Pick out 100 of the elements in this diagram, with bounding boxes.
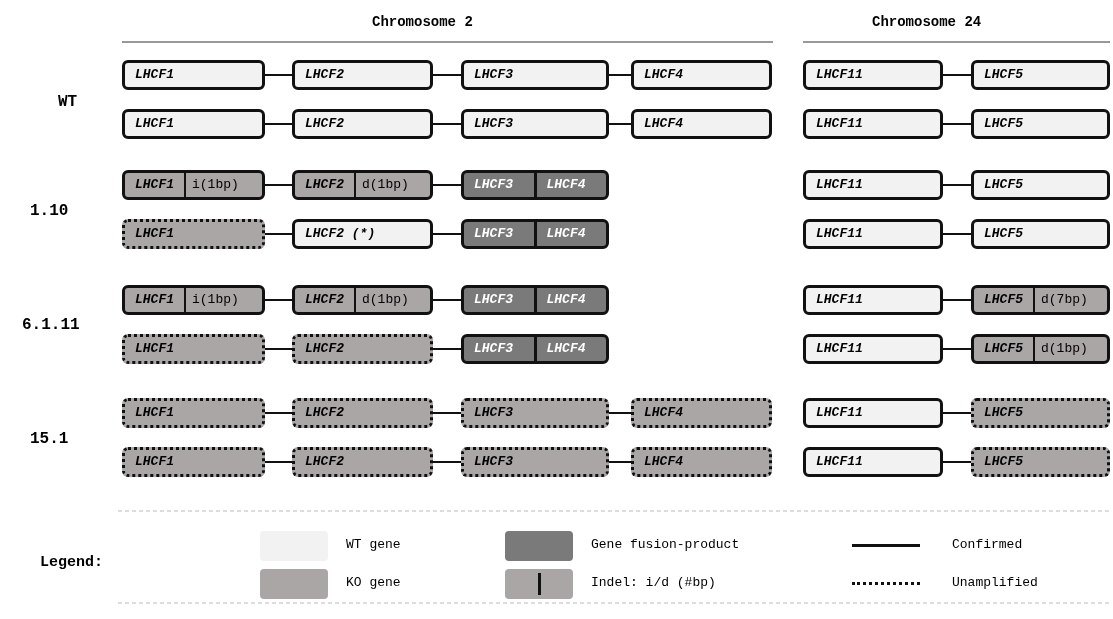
gene-name: LHCF4 xyxy=(643,66,684,84)
gene-box xyxy=(971,398,1110,428)
gene-name: LHCF1 xyxy=(134,404,175,422)
gene-box xyxy=(461,447,609,477)
connector-line xyxy=(942,412,972,414)
connector-line xyxy=(264,123,293,125)
connector-line xyxy=(432,74,462,76)
gene-name: LHCF1 xyxy=(134,176,175,194)
connector-line xyxy=(942,74,972,76)
gene-name: LHCF11 xyxy=(815,453,864,471)
gene-box xyxy=(122,109,265,139)
gene-name: LHCF11 xyxy=(815,225,864,243)
connector-line xyxy=(942,461,972,463)
gene-name: LHCF3 xyxy=(473,66,514,84)
connector-line xyxy=(264,184,293,186)
gene-box xyxy=(803,334,943,364)
indel-label: i(1bp) xyxy=(184,288,262,312)
gene-name: LHCF3 xyxy=(473,404,514,422)
gene-box xyxy=(971,109,1110,139)
fusion-gene-box xyxy=(461,334,609,364)
connector-line xyxy=(608,123,632,125)
connector-line xyxy=(264,461,293,463)
gene-box xyxy=(292,285,433,315)
gene-box xyxy=(631,447,772,477)
gene-box xyxy=(803,219,943,249)
connector-line xyxy=(942,123,972,125)
connector-line xyxy=(264,412,293,414)
gene-box xyxy=(292,398,433,428)
gene-box xyxy=(971,334,1110,364)
gene-box xyxy=(803,447,943,477)
connector-line xyxy=(608,74,632,76)
gene-name: LHCF2 xyxy=(304,453,345,471)
legend-heading: Legend: xyxy=(40,554,103,571)
connector-line xyxy=(432,123,462,125)
gene-box xyxy=(292,170,433,200)
gene-name: LHCF2 xyxy=(304,176,345,194)
connector-line xyxy=(432,299,462,301)
gene-box xyxy=(122,447,265,477)
gene-box xyxy=(292,219,433,249)
gene-box xyxy=(631,398,772,428)
gene-box xyxy=(122,334,265,364)
gene-name: LHCF4 xyxy=(533,222,606,246)
gene-name: LHCF2 xyxy=(304,66,345,84)
gene-name: LHCF2 (*) xyxy=(304,225,377,243)
indel-label: d(1bp) xyxy=(1033,337,1107,361)
strain-label: 6.1.11 xyxy=(22,316,80,334)
gene-name: LHCF5 xyxy=(983,453,1024,471)
legend-label: KO gene xyxy=(346,575,401,590)
gene-box xyxy=(292,334,433,364)
connector-line xyxy=(608,412,632,414)
gene-name: LHCF3 xyxy=(473,340,514,358)
gene-name: LHCF5 xyxy=(983,66,1024,84)
gene-name: LHCF4 xyxy=(533,288,606,312)
gene-name: LHCF5 xyxy=(983,115,1024,133)
fusion-gene-box xyxy=(461,219,609,249)
gene-name: LHCF4 xyxy=(643,115,684,133)
connector-line xyxy=(432,412,462,414)
gene-name: LHCF4 xyxy=(643,453,684,471)
strain-label: WT xyxy=(58,93,78,111)
gene-box xyxy=(122,398,265,428)
legend-label: Confirmed xyxy=(952,537,1023,552)
gene-box xyxy=(461,398,609,428)
gene-box xyxy=(971,60,1110,90)
connector-line xyxy=(942,299,972,301)
gene-name: LHCF3 xyxy=(473,115,514,133)
connector-line xyxy=(432,348,462,350)
gene-name: LHCF4 xyxy=(533,173,606,197)
gene-box xyxy=(803,285,943,315)
gene-name: LHCF1 xyxy=(134,453,175,471)
gene-box xyxy=(122,60,265,90)
gene-box xyxy=(971,447,1110,477)
indel-label: i(1bp) xyxy=(184,173,262,197)
connector-line xyxy=(264,233,293,235)
gene-box xyxy=(803,398,943,428)
connector-line xyxy=(264,348,293,350)
indel-label: d(7bp) xyxy=(1033,288,1107,312)
gene-box xyxy=(461,109,609,139)
chromosome-heading: Chromosome 2 xyxy=(372,14,473,30)
indel-label: d(1bp) xyxy=(354,288,430,312)
gene-name: LHCF11 xyxy=(815,404,864,422)
gene-box xyxy=(122,285,265,315)
gene-name: LHCF5 xyxy=(983,340,1024,358)
gene-box xyxy=(803,170,943,200)
gene-box xyxy=(803,109,943,139)
gene-name: LHCF5 xyxy=(983,176,1024,194)
gene-name: LHCF4 xyxy=(533,337,606,361)
gene-name: LHCF1 xyxy=(134,225,175,243)
gene-name: LHCF11 xyxy=(815,115,864,133)
gene-box xyxy=(461,60,609,90)
legend-label: WT gene xyxy=(346,537,401,552)
gene-name: LHCF5 xyxy=(983,225,1024,243)
connector-line xyxy=(942,348,972,350)
gene-name: LHCF2 xyxy=(304,340,345,358)
gene-name: LHCF11 xyxy=(815,291,864,309)
connector-line xyxy=(432,184,462,186)
gene-name: LHCF1 xyxy=(134,66,175,84)
gene-box xyxy=(971,170,1110,200)
gene-name: LHCF1 xyxy=(134,291,175,309)
connector-line xyxy=(264,74,293,76)
gene-name: LHCF5 xyxy=(983,291,1024,309)
